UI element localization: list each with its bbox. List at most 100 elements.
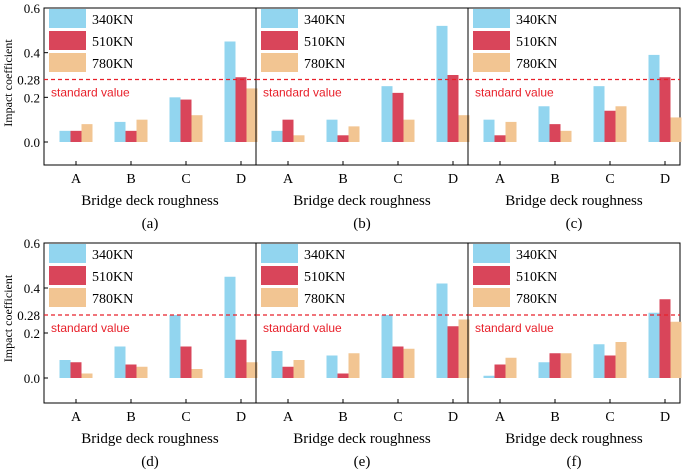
bar-340KN-B: [114, 346, 126, 378]
bar-510KN-C: [180, 346, 192, 378]
legend-swatch-780KN: [473, 53, 510, 72]
legend-label-780KN: 780KN: [516, 57, 557, 72]
legend-swatch-780KN: [261, 53, 298, 72]
bar-340KN-D: [224, 276, 236, 378]
reference-line-label: standard value: [475, 85, 554, 99]
bar-340KN-D: [436, 25, 448, 142]
bar-340KN-C: [169, 315, 181, 378]
bar-340KN-C: [381, 86, 393, 142]
x-tick-label: D: [448, 172, 458, 187]
y-tick-label: 0.0: [24, 135, 40, 150]
bar-780KN-D: [670, 117, 682, 142]
bar-510KN-C: [604, 355, 616, 378]
bar-510KN-B: [549, 353, 561, 378]
reference-tick-label: 0.28: [17, 72, 40, 87]
x-axis-label: Bridge deck roughness: [81, 193, 219, 209]
y-tick-label: 0.4: [24, 281, 41, 296]
bar-510KN-B: [337, 135, 349, 142]
bar-510KN-B: [125, 130, 137, 142]
bar-340KN-A: [483, 375, 495, 378]
x-tick-label: A: [495, 172, 506, 187]
bar-group: [271, 283, 470, 378]
bar-780KN-D: [670, 321, 682, 378]
legend-swatch-510KN: [261, 266, 298, 285]
bar-340KN-A: [271, 351, 283, 378]
bar-780KN-D: [458, 319, 470, 378]
x-tick-label: C: [605, 172, 614, 187]
bar-780KN-B: [136, 119, 148, 142]
bar-780KN-B: [560, 130, 572, 142]
legend-label-780KN: 780KN: [304, 57, 345, 72]
bar-510KN-D: [235, 339, 247, 378]
bar-780KN-B: [560, 353, 572, 378]
bar-340KN-B: [538, 362, 550, 378]
legend-swatch-340KN: [261, 244, 298, 263]
panel-label: (b): [353, 216, 371, 232]
bar-510KN-C: [180, 99, 192, 142]
legend-label-340KN: 340KN: [516, 248, 557, 263]
bar-780KN-C: [615, 342, 627, 378]
bar-780KN-D: [246, 88, 258, 142]
bar-group: [483, 54, 682, 142]
x-tick-label: A: [71, 172, 82, 187]
legend-swatch-510KN: [49, 31, 86, 50]
x-tick-label: C: [181, 172, 190, 187]
bar-340KN-B: [326, 355, 338, 378]
panel-label: (f): [567, 454, 582, 470]
bar-510KN-C: [392, 346, 404, 378]
x-tick-label: B: [338, 172, 347, 187]
legend-label-510KN: 510KN: [304, 270, 345, 285]
bar-780KN-A: [293, 360, 305, 378]
legend-swatch-340KN: [49, 9, 86, 28]
reference-line-label: standard value: [51, 85, 130, 99]
x-tick-label: D: [236, 172, 246, 187]
x-tick-label: D: [660, 172, 670, 187]
bar-780KN-A: [505, 121, 517, 142]
reference-line-label: standard value: [51, 321, 130, 335]
bar-510KN-B: [549, 124, 561, 142]
x-tick-label: A: [71, 410, 82, 425]
x-tick-label: D: [236, 410, 246, 425]
legend-swatch-510KN: [473, 266, 510, 285]
x-tick-label: C: [605, 410, 614, 425]
x-axis-label: Bridge deck roughness: [293, 431, 431, 447]
bar-510KN-B: [337, 373, 349, 378]
x-tick-label: B: [550, 410, 559, 425]
x-tick-label: B: [550, 172, 559, 187]
bar-510KN-A: [494, 364, 506, 378]
bar-510KN-D: [659, 77, 671, 142]
reference-line-label: standard value: [263, 85, 342, 99]
legend-label-780KN: 780KN: [92, 292, 133, 307]
legend-label-510KN: 510KN: [92, 270, 133, 285]
bar-340KN-D: [436, 283, 448, 378]
x-axis-label: Bridge deck roughness: [81, 431, 219, 447]
bar-340KN-D: [648, 312, 660, 378]
x-tick-label: A: [283, 410, 294, 425]
y-axis-label: Impact coefficient: [1, 39, 15, 127]
reference-line-label: standard value: [263, 321, 342, 335]
x-tick-label: B: [126, 172, 135, 187]
bar-340KN-A: [59, 130, 71, 142]
bar-group: [271, 25, 470, 142]
y-tick-label: 0.2: [24, 326, 40, 341]
legend-label-340KN: 340KN: [304, 248, 345, 263]
bar-340KN-C: [593, 86, 605, 142]
bar-510KN-A: [282, 119, 294, 142]
bar-510KN-A: [70, 130, 82, 142]
legend-label-510KN: 510KN: [516, 270, 557, 285]
bar-780KN-C: [403, 119, 415, 142]
panel-label: (d): [141, 454, 159, 470]
legend-swatch-780KN: [473, 288, 510, 307]
bar-340KN-A: [59, 360, 71, 378]
bar-340KN-C: [381, 315, 393, 378]
x-tick-label: C: [393, 172, 402, 187]
bar-group: [483, 299, 682, 378]
